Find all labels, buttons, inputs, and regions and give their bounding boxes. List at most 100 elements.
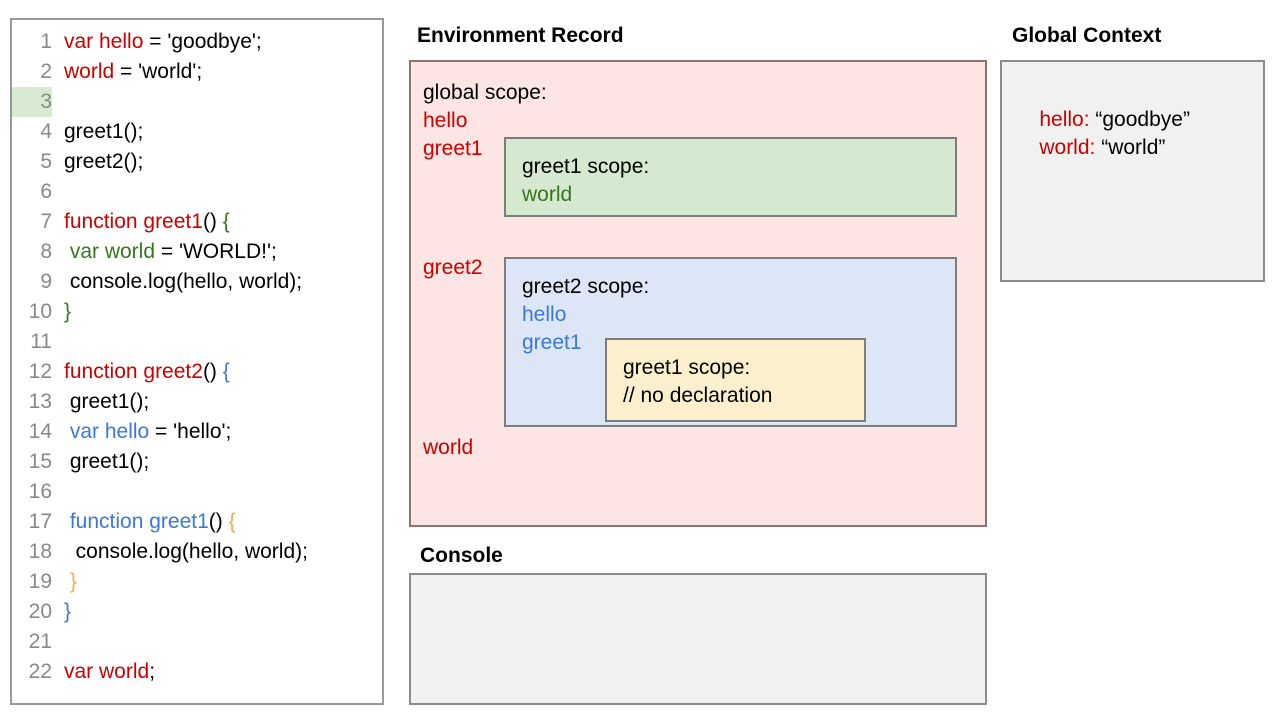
greet1-inner-scope-title: greet1 scope: <box>623 356 751 379</box>
code-token: var world <box>64 240 156 263</box>
code-token: greet1(); <box>64 390 150 413</box>
code-line-text: greet1(); <box>52 387 149 417</box>
code-line-text: greet1(); <box>52 117 143 147</box>
code-line-number: 20 <box>28 600 52 623</box>
global-context-key-world: world: <box>1039 136 1096 159</box>
code-line-text: var world; <box>52 657 155 687</box>
code-line-number: 17 <box>28 510 52 533</box>
code-token: () <box>202 360 223 383</box>
global-scope-binding-hello: hello <box>423 109 468 132</box>
code-line[interactable]: 18 console.log(hello, world); <box>12 537 382 567</box>
code-line-number: 7 <box>40 210 52 233</box>
greet2-scope-binding-greet1: greet1 <box>522 331 582 354</box>
code-line-text: } <box>52 297 71 327</box>
code-token: function greet2 <box>64 360 203 383</box>
code-line[interactable]: 20} <box>12 597 382 627</box>
code-token: function greet1 <box>64 210 203 233</box>
code-line-text: var hello = 'hello'; <box>52 417 232 447</box>
code-line-text: greet1(); <box>52 447 149 477</box>
code-line-number: 11 <box>30 330 52 353</box>
greet2-scope-binding-hello: hello <box>522 303 567 326</box>
code-line-number: 19 <box>28 570 52 593</box>
greet1-inner-scope-note: // no declaration <box>623 384 773 407</box>
code-token: = 'WORLD!'; <box>155 240 277 263</box>
code-line-number: 18 <box>28 540 52 563</box>
code-line-number: 6 <box>40 180 52 203</box>
global-context-heading: Global Context <box>1012 24 1162 47</box>
greet2-scope-title: greet2 scope: <box>522 275 650 298</box>
code-token: () <box>202 210 223 233</box>
code-line[interactable]: 9 console.log(hello, world); <box>12 267 382 297</box>
code-token: = 'world'; <box>114 60 203 83</box>
global-context-row-hello: hello: “goodbye” <box>1016 78 1190 162</box>
code-line[interactable]: 19 } <box>12 567 382 597</box>
environment-record-heading: Environment Record <box>417 24 624 47</box>
code-line[interactable]: 11 <box>12 327 382 357</box>
code-line-text: function greet2() { <box>52 357 230 387</box>
code-line-text: } <box>52 567 77 597</box>
code-line[interactable]: 17 function greet1() { <box>12 507 382 537</box>
code-line-number: 2 <box>40 60 52 83</box>
greet2-scope-box: greet2 scope: hello greet1 greet1 scope:… <box>504 257 957 427</box>
global-scope-binding-greet1: greet1 <box>423 137 483 160</box>
code-line[interactable]: 3 <box>12 87 382 117</box>
global-scope-binding-greet2: greet2 <box>423 256 483 279</box>
code-line-number: 9 <box>40 270 52 293</box>
code-line-text: greet2(); <box>52 147 143 177</box>
code-line-number: 4 <box>40 120 52 143</box>
global-scope-title: global scope: <box>423 81 547 104</box>
greet1-inner-scope-box: greet1 scope: // no declaration <box>605 338 866 422</box>
code-line[interactable]: 15 greet1(); <box>12 447 382 477</box>
code-token: { <box>228 510 236 533</box>
code-line-text: } <box>52 597 71 627</box>
code-line-number: 14 <box>28 420 52 443</box>
global-context-value-world: “world” <box>1095 136 1166 159</box>
global-context-box: hello: “goodbye” world: “world” <box>1000 60 1265 282</box>
code-token: var hello <box>64 30 144 53</box>
code-line-text: var hello = 'goodbye'; <box>52 27 262 57</box>
code-line-number: 1 <box>40 30 52 53</box>
code-line-number: 12 <box>28 360 52 383</box>
code-line-number: 15 <box>28 450 52 473</box>
code-token: world <box>64 60 115 83</box>
code-line[interactable]: 10} <box>12 297 382 327</box>
code-line-text: world = 'world'; <box>52 57 202 87</box>
console-heading: Console <box>420 544 503 567</box>
code-line[interactable]: 21 <box>12 627 382 657</box>
code-line-text: console.log(hello, world); <box>52 537 308 567</box>
code-token: var hello <box>64 420 150 443</box>
code-token: () <box>208 510 229 533</box>
code-token: { <box>222 360 230 383</box>
code-line[interactable]: 14 var hello = 'hello'; <box>12 417 382 447</box>
code-token: } <box>64 600 72 623</box>
code-line-number: 3 <box>12 87 52 117</box>
code-line-text: function greet1() { <box>52 207 230 237</box>
global-context-row-world: world: “world” <box>1016 106 1165 190</box>
code-token: { <box>222 210 230 233</box>
code-line-number: 13 <box>28 390 52 413</box>
code-token: = 'goodbye'; <box>143 30 262 53</box>
greet1-scope-binding-world: world <box>522 183 573 206</box>
code-line[interactable]: 6 <box>12 177 382 207</box>
code-token: ; <box>149 660 156 683</box>
global-context-key-hello: hello: <box>1039 108 1090 131</box>
code-token: console.log(hello, world); <box>64 540 308 563</box>
environment-record-box: global scope: hello greet1 greet2 world … <box>409 60 987 527</box>
code-token: = 'hello'; <box>149 420 232 443</box>
code-line[interactable]: 16 <box>12 477 382 507</box>
code-token: } <box>64 570 77 593</box>
code-line[interactable]: 13 greet1(); <box>12 387 382 417</box>
console-output-box[interactable] <box>409 573 987 705</box>
code-line[interactable]: 8 var world = 'WORLD!'; <box>12 237 382 267</box>
code-line-number: 22 <box>28 660 52 683</box>
code-line-text: function greet1() { <box>52 507 236 537</box>
